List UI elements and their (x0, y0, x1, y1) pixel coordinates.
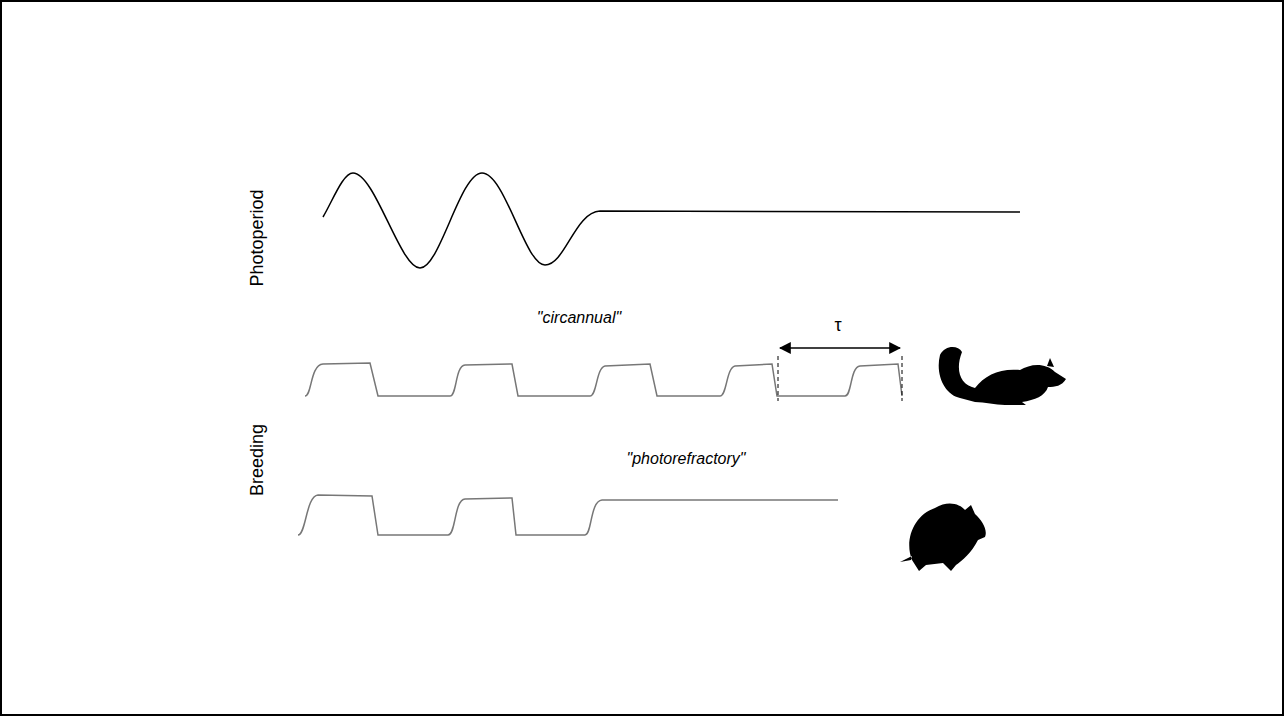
hamster-silhouette (900, 504, 986, 571)
period-marker (778, 356, 779, 401)
pattern-label: "photorefractory" (627, 450, 746, 468)
axis-label: Breeding (248, 424, 268, 496)
pattern-label: "circannual" (537, 309, 621, 327)
period-symbol: τ (834, 316, 841, 336)
photorefractory-breeding-curve (298, 495, 838, 535)
squirrel-ear (1047, 358, 1054, 367)
photoperiod-curve (323, 173, 1020, 268)
axis-label: Photoperiod (248, 189, 268, 286)
circannual-breeding-curve (305, 363, 902, 396)
squirrel-silhouette (939, 347, 1066, 405)
period-arrow (780, 347, 900, 349)
period-marker (902, 356, 903, 401)
